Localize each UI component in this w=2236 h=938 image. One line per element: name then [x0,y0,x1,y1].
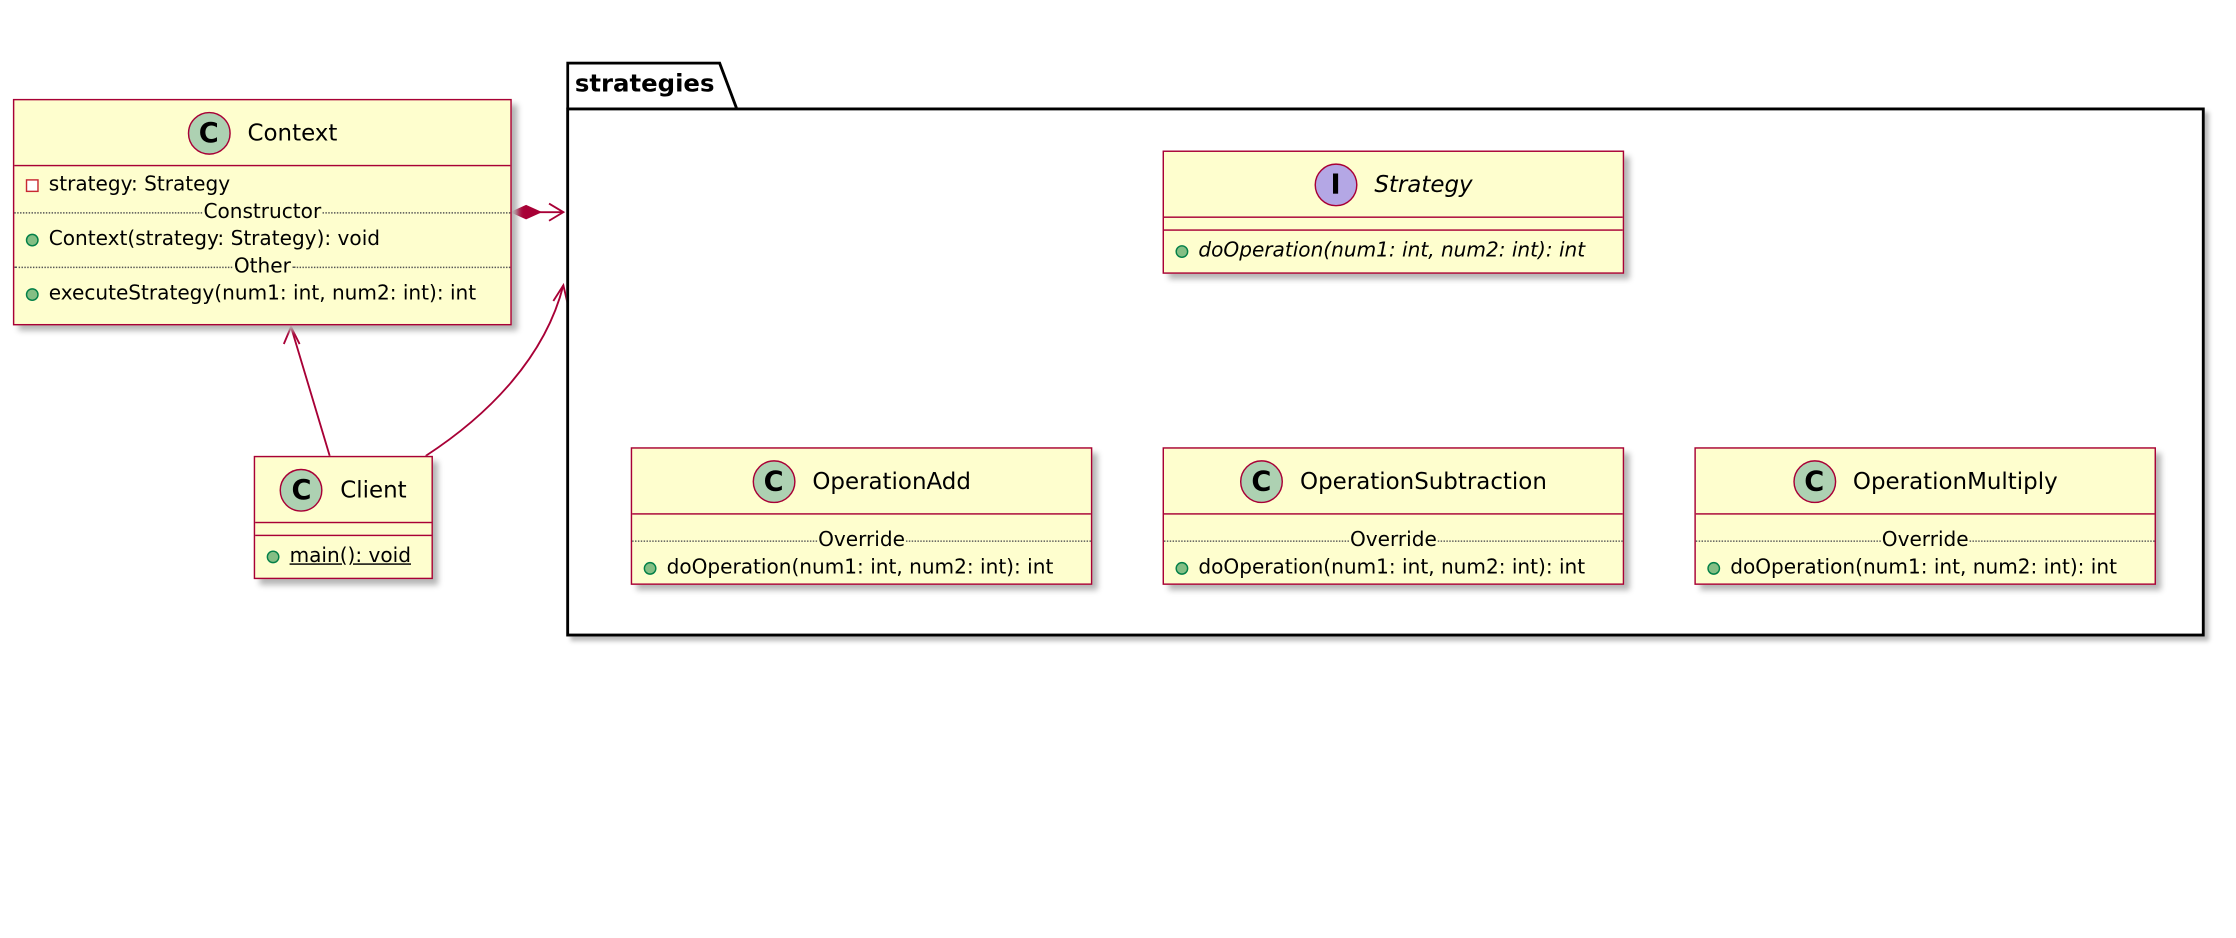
field-text: strategy: Strategy [48,173,231,197]
method-row: doOperation(num1: int, num2: int): int [632,553,1091,582]
class-stereotype-icon: C [280,468,324,512]
method-text: doOperation(num1: int, num2: int): int [666,556,1054,580]
composition-edge [510,202,566,222]
method-text: Context(strategy: Strategy): void [48,227,381,251]
class-operation-add[interactable]: C OperationAdd Override doOperation(num1… [630,447,1093,585]
method-row: Context(strategy: Strategy): void [14,225,510,254]
interface-strategy[interactable]: I Strategy doOperation(num1: int, num2: … [1162,150,1625,274]
class-header: C OperationSubtraction [1164,449,1623,515]
section-separator: Other [14,254,511,280]
client-to-context-edge [282,324,331,457]
method-row: doOperation(num1: int, num2: int): int [1696,553,2155,582]
package-name: strategies [574,70,715,99]
public-method-icon [25,232,39,246]
class-stereotype-icon: C [1792,459,1836,503]
class-operation-subtraction[interactable]: C OperationSubtraction Override doOperat… [1162,447,1625,585]
separator-label: Override [1881,528,1969,552]
class-header: C OperationMultiply [1695,449,2155,515]
separator-label: Override [818,528,905,552]
empty-fields-section [632,515,1091,528]
field-row: strategy: Strategy [14,171,510,200]
method-text: main(): void [289,544,411,568]
class-operation-multiply[interactable]: C OperationMultiply Override doOperation… [1694,447,2156,585]
section-separator: Override [1695,528,2155,554]
private-field-icon [25,178,39,192]
class-client[interactable]: C Client main(): void [253,455,433,580]
method-row: doOperation(num1: int, num2: int): int [1164,553,1623,582]
class-name: OperationSubtraction [1300,467,1547,495]
class-stereotype-icon: C [1239,459,1283,503]
separator-label: Other [233,255,291,279]
public-method-icon [266,549,280,563]
class-stereotype-icon: C [187,111,231,155]
method-row: doOperation(num1: int, num2: int): int [1164,229,1623,265]
section-separator: Override [632,528,1091,554]
method-row: main(): void [255,534,432,571]
client-to-package-edge [425,282,569,457]
class-name: OperationAdd [812,467,971,495]
public-method-icon [643,561,657,575]
interface-stereotype-icon: I [1314,162,1358,206]
class-stereotype-icon: C [752,459,796,503]
public-method-icon [1175,561,1189,575]
class-name: Client [340,475,407,504]
public-method-icon [1707,561,1721,575]
empty-fields-section [1164,218,1623,229]
separator-label: Override [1349,528,1437,552]
public-method-icon [25,287,39,301]
class-name: OperationMultiply [1852,467,2058,495]
method-row: executeStrategy(num1: int, num2: int): i… [14,280,510,309]
class-header: C Context [14,100,511,167]
empty-fields-section [1164,515,1623,528]
empty-fields-section [255,523,431,534]
method-text: executeStrategy(num1: int, num2: int): i… [48,282,477,306]
public-method-icon [1175,244,1189,258]
separator-label: Constructor [203,200,322,224]
interface-name: Strategy [1374,170,1473,198]
method-text: doOperation(num1: int, num2: int): int [1730,556,2117,580]
section-separator: Override [1164,528,1623,554]
section-separator: Constructor [14,199,511,225]
class-header: C OperationAdd [632,449,1091,515]
empty-fields-section [1696,515,2155,528]
method-text: doOperation(num1: int, num2: int): int [1198,556,1586,580]
class-name: Context [247,118,338,147]
class-context[interactable]: C Context strategy: Strategy Constructor… [12,98,512,326]
package-tab [566,61,739,110]
class-header: C Client [255,457,432,524]
class-header: I Strategy [1164,152,1623,218]
method-text: doOperation(num1: int, num2: int): int [1198,239,1586,263]
